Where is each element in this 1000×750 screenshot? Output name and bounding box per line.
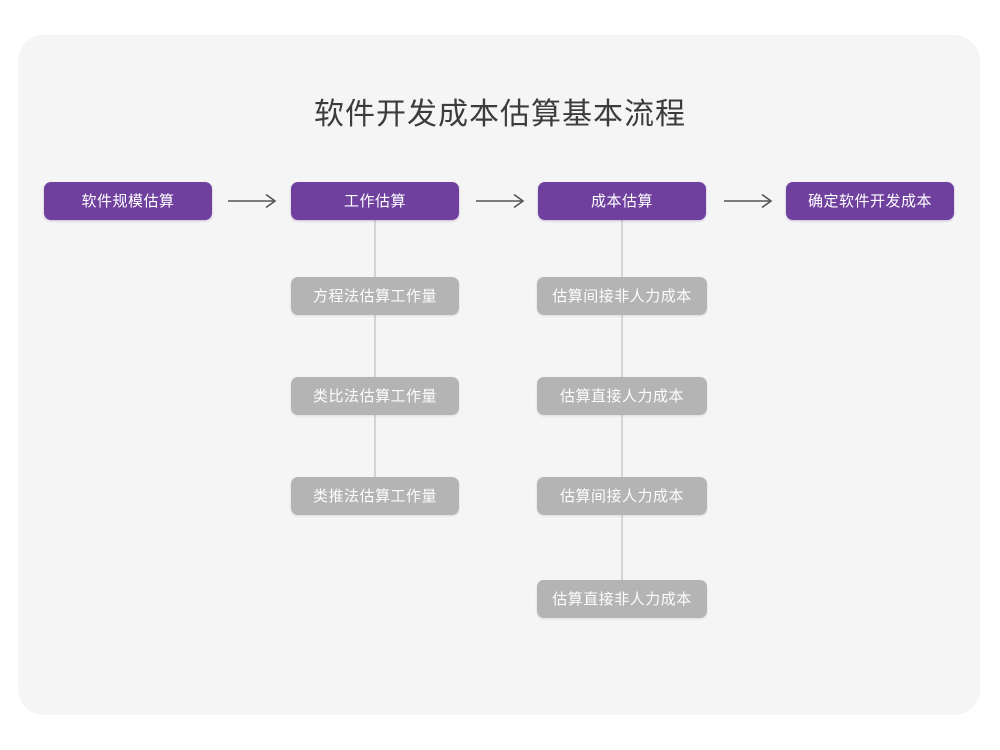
stage-node-2-label: 工作估算 (343, 192, 406, 210)
stage-node-2[interactable]: 工作估算 (291, 182, 459, 220)
stage-node-3-label: 成本估算 (590, 192, 653, 210)
substep-node-2-3[interactable]: 类推法估算工作量 (291, 477, 459, 515)
substep-node-3-2[interactable]: 估算直接人力成本 (537, 377, 707, 415)
arrow-stage1-stage2-icon (228, 192, 280, 210)
substep-node-3-3-label: 估算间接人力成本 (559, 487, 684, 505)
substep-node-2-2[interactable]: 类比法估算工作量 (291, 377, 459, 415)
stage-node-1-label: 软件规模估算 (81, 192, 175, 210)
substep-node-2-3-label: 类推法估算工作量 (312, 487, 437, 505)
substep-node-2-1[interactable]: 方程法估算工作量 (291, 277, 459, 315)
substep-node-3-3[interactable]: 估算间接人力成本 (537, 477, 707, 515)
stage-node-3[interactable]: 成本估算 (538, 182, 706, 220)
page-title: 软件开发成本估算基本流程 (314, 98, 686, 131)
stage-node-1[interactable]: 软件规模估算 (44, 182, 212, 220)
substep-node-2-2-label: 类比法估算工作量 (312, 387, 437, 405)
stage-node-4[interactable]: 确定软件开发成本 (786, 182, 954, 220)
substep-node-3-1[interactable]: 估算间接非人力成本 (537, 277, 707, 315)
arrow-stage3-stage4-icon (724, 192, 776, 210)
diagram-card (18, 35, 980, 715)
connector-line-stage2 (374, 219, 376, 498)
substep-node-2-1-label: 方程法估算工作量 (312, 287, 437, 305)
substep-node-3-2-label: 估算直接人力成本 (559, 387, 684, 405)
arrow-stage2-stage3-icon (476, 192, 528, 210)
substep-node-3-1-label: 估算间接非人力成本 (552, 287, 692, 305)
substep-node-3-4-label: 估算直接非人力成本 (552, 590, 692, 608)
stage-node-4-label: 确定软件开发成本 (807, 192, 932, 210)
substep-node-3-4[interactable]: 估算直接非人力成本 (537, 580, 707, 618)
